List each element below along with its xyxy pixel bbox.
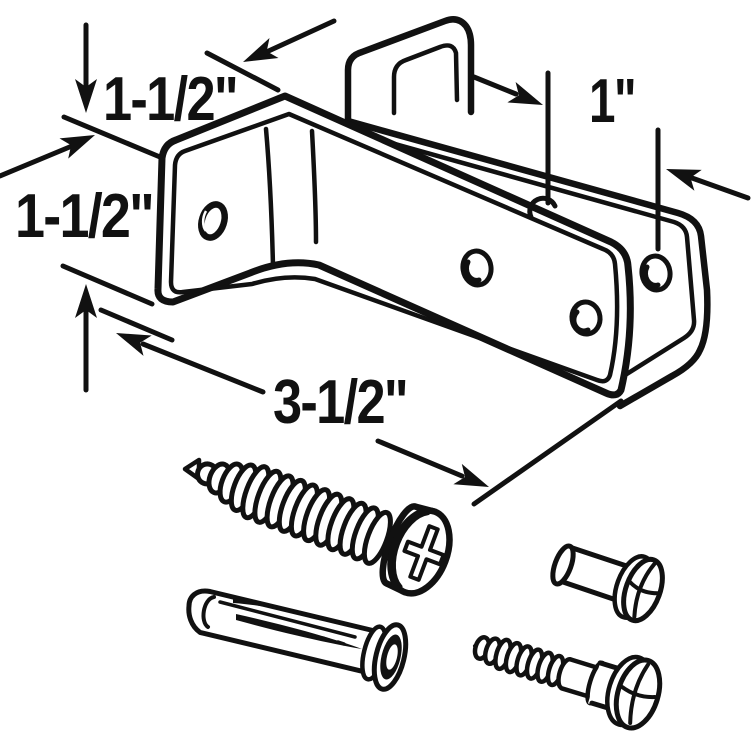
barrel-nut-drawing <box>550 543 665 624</box>
anchor-cap-inner <box>201 595 216 629</box>
anchor-body <box>186 588 380 675</box>
dimension-top-offset: 1" <box>471 67 751 252</box>
extension-line <box>98 307 175 343</box>
hardware-set <box>182 457 665 731</box>
front-hole-2-shading <box>571 309 591 334</box>
dimension-bracket-length: 3-1/2" <box>98 307 624 507</box>
extension-line <box>471 398 624 507</box>
screw-threads <box>195 461 393 566</box>
dim-label-bracket-length: 3-1/2" <box>273 368 407 437</box>
dim-line <box>471 74 519 97</box>
dim-label-flange-height: 1-1/2" <box>15 182 153 251</box>
anchor-ridge-line <box>218 600 357 639</box>
anchor-perforations <box>279 627 346 646</box>
machine-bolt-drawing <box>472 635 663 731</box>
dimension-flange-height: 1-1/2" <box>0 135 155 393</box>
bolt-threads <box>472 635 576 691</box>
arrowhead-up-left-icon <box>116 333 152 356</box>
dim-label-flange-width: 1-1/2" <box>103 65 237 134</box>
front-hole-1-shading <box>463 259 482 283</box>
bracket-top-tab <box>344 16 475 132</box>
bend-line-inner <box>309 128 319 245</box>
rear-hole-shading <box>642 264 661 288</box>
dimension-flange-width: 1-1/2" <box>61 18 337 160</box>
arrowhead-right-icon <box>507 82 543 105</box>
wall-bracket-drawing <box>154 16 711 410</box>
edge-dimple <box>527 195 558 220</box>
dim-line <box>140 341 266 395</box>
bracket-front-plate <box>154 92 634 399</box>
combo-slot-icon <box>620 662 657 725</box>
arrowhead-down-icon <box>75 79 97 113</box>
arrowhead-up-icon <box>75 284 97 318</box>
dim-line <box>259 18 337 57</box>
dim-line <box>0 143 75 179</box>
phillips-cross-icon <box>402 524 446 582</box>
dim-line <box>689 175 751 201</box>
dimension-annotations: 1-1/2" 1-1/2" 1" <box>0 18 751 507</box>
arrowhead-up-right-icon <box>59 135 95 159</box>
arrowhead-left-icon <box>243 38 279 62</box>
arrowhead-left2-icon <box>666 169 702 191</box>
extension-line <box>204 50 281 93</box>
screw-head <box>379 503 453 597</box>
barrel-open-end <box>550 543 576 587</box>
anchor-mouth-hole <box>386 644 398 670</box>
combo-slot-icon <box>627 561 660 619</box>
bend-line-outer <box>263 126 276 269</box>
extension-line <box>60 263 155 307</box>
arrowhead-down-right-icon <box>453 463 489 487</box>
dim-line <box>375 438 465 479</box>
dim-label-top-offset: 1" <box>589 67 635 136</box>
flange-hole-highlight <box>201 210 208 232</box>
wall-anchor-drawing <box>186 588 409 692</box>
anchor-slit-short <box>233 599 281 609</box>
extension-line <box>61 114 163 160</box>
mounting-screw-drawing <box>182 457 453 597</box>
